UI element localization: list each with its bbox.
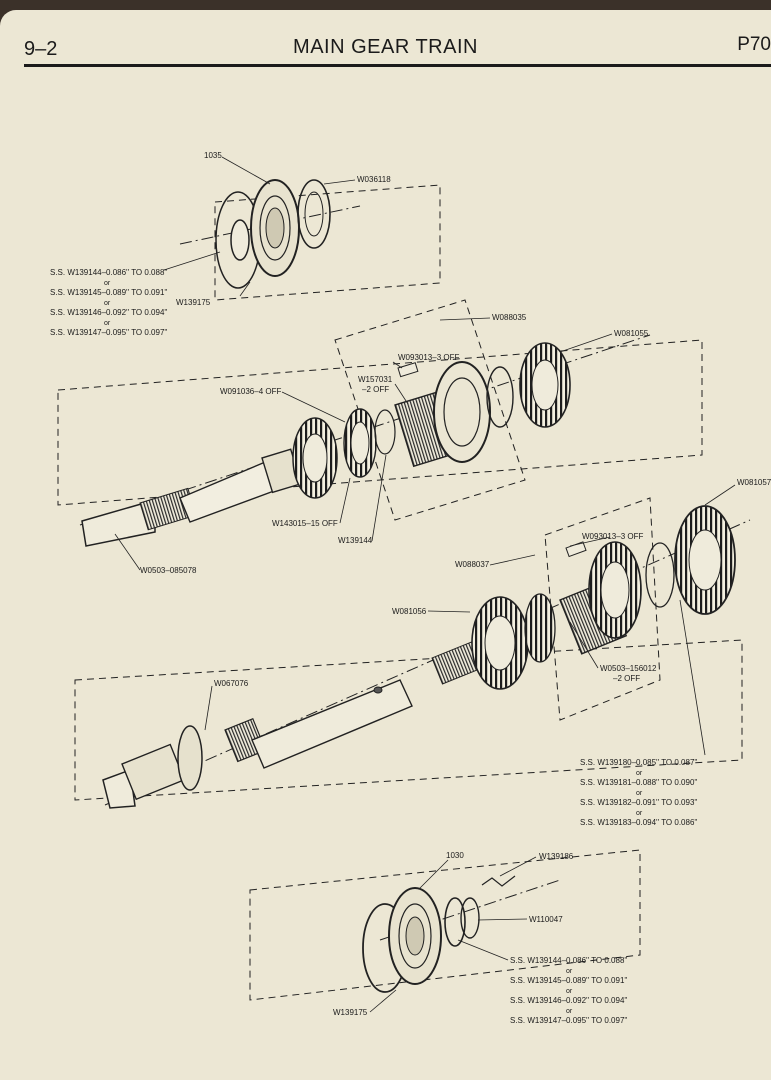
synchro-sleeve [433,361,491,463]
label-w139175-top: W139175 [176,298,211,307]
shim-bot-1: S.S. W139144–0.086'' TO 0.088'' [510,956,628,965]
insert-key [397,362,419,378]
shim-top-or-1: or [104,280,111,287]
frame-mainshaft [57,339,703,506]
shim-mid-4: S.S. W139183–0.094'' TO 0.086'' [580,818,698,827]
shim-bot-4: S.S. W139147–0.095'' TO 0.097'' [510,1016,628,1025]
label-w157031: W157031 [358,375,393,384]
shim-list-mid: S.S. W139180–0.085'' TO 0.087'' or S.S. … [580,758,698,827]
frame-synchro-1 [334,299,526,521]
label-w139186: W139186 [539,852,574,861]
mainshaft-pilot [81,499,156,547]
manual-page [0,10,771,1080]
mainshaft-assembly [81,342,571,547]
frame-synchro-2 [544,497,661,721]
shim-bot-or-1: or [566,968,573,975]
shim-bot-3: S.S. W139146–0.092'' TO 0.094'' [510,996,628,1005]
shim-bot-2: S.S. W139145–0.089'' TO 0.091'' [510,976,628,985]
label-w139144: W139144 [338,536,373,545]
label-w088035: W088035 [492,313,527,322]
shim-top-4: S.S. W139147–0.095'' TO 0.097'' [50,328,168,337]
front-bearing-assembly [215,179,331,289]
label-w091036: W091036–4 OFF [220,387,281,396]
shim-list-bot: S.S. W139144–0.086'' TO 0.088'' or S.S. … [510,956,628,1025]
page-code: P70 [737,34,771,55]
shim-top-or-3: or [104,320,111,327]
header-rule [24,64,771,67]
label-1030: 1030 [446,851,464,860]
label-w067076: W067076 [214,679,249,688]
label-w0503-156012-qty: –2 OFF [613,674,640,683]
section-number: 9–2 [24,38,58,60]
shim-mid-3: S.S. W139182–0.091'' TO 0.093'' [580,798,698,807]
shim-top-2: S.S. W139145–0.089'' TO 0.091'' [50,288,168,297]
page-title: MAIN GEAR TRAIN [293,36,478,58]
label-w143015: W143015–15 OFF [272,519,338,528]
label-w0503-085078: W0503–085078 [140,566,197,575]
output-shaft-assembly [102,505,736,809]
label-w110047: W110047 [529,915,563,924]
rear-bearing-assembly [362,875,516,993]
shim-mid-1: S.S. W139180–0.085'' TO 0.087'' [580,758,698,767]
shim-mid-2: S.S. W139181–0.088'' TO 0.090'' [580,778,698,787]
shim-bot-or-2: or [566,988,573,995]
shim-mid-or-1: or [636,770,643,777]
label-w093013-mid: W093013–3 OFF [582,532,643,541]
shim-mid-or-3: or [636,810,643,817]
label-w0503-156012: W0503–156012 [600,664,657,673]
label-w088037: W088037 [455,560,490,569]
label-w157031-qty: –2 OFF [362,385,389,394]
label-w036118: W036118 [357,175,391,184]
frame-rear-bearing [249,849,641,1001]
retainer-ring [297,179,331,249]
label-w081057: W081057 [737,478,771,487]
label-w093013-top: W093013–3 OFF [398,353,459,362]
label-w081055: W081055 [614,329,649,338]
label-1035: 1035 [204,151,222,160]
label-w081056: W081056 [392,607,427,616]
shim-top-or-2: or [104,300,111,307]
shim-top-1: S.S. W139144–0.086'' TO 0.088'' [50,268,168,277]
shim-top-3: S.S. W139146–0.092'' TO 0.094'' [50,308,168,317]
shim-mid-or-2: or [636,790,643,797]
shim-list-top: S.S. W139144–0.086'' TO 0.088'' or S.S. … [50,268,168,337]
shim-bot-or-3: or [566,1008,573,1015]
label-w139175-bot: W139175 [333,1008,368,1017]
frame-front-bearing [214,184,441,301]
